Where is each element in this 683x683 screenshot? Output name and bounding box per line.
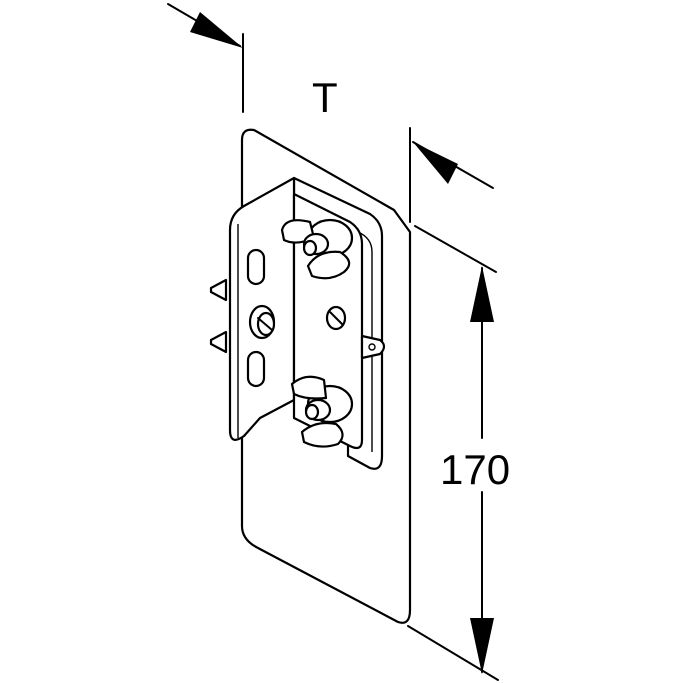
lower-bolt-end — [304, 403, 320, 421]
lower-wing-right — [300, 421, 344, 448]
tab-lower — [209, 330, 228, 354]
slot-upper — [246, 248, 266, 286]
side-screw — [248, 304, 276, 340]
upper-bolt-end — [302, 239, 318, 257]
tab-upper — [209, 278, 228, 302]
upper-wing-right — [306, 250, 351, 280]
width-label: T — [312, 74, 338, 121]
width-arrowhead-right — [413, 142, 458, 184]
height-extension-top — [414, 225, 497, 273]
height-label: 170 — [440, 446, 510, 493]
width-arrowhead-left — [190, 12, 243, 48]
center-screw — [325, 305, 347, 331]
slot-lower — [246, 350, 266, 388]
upper-wing-nut — [280, 218, 354, 280]
side-tab-hole — [368, 343, 376, 351]
width-dimension: T — [167, 3, 494, 223]
side-tab — [360, 334, 386, 360]
height-arrowhead-bottom — [470, 618, 494, 674]
lower-wing-left — [290, 375, 328, 400]
height-arrowhead-top — [470, 266, 494, 322]
lower-wing-nut — [290, 375, 354, 448]
height-dimension: 170 — [407, 225, 510, 681]
